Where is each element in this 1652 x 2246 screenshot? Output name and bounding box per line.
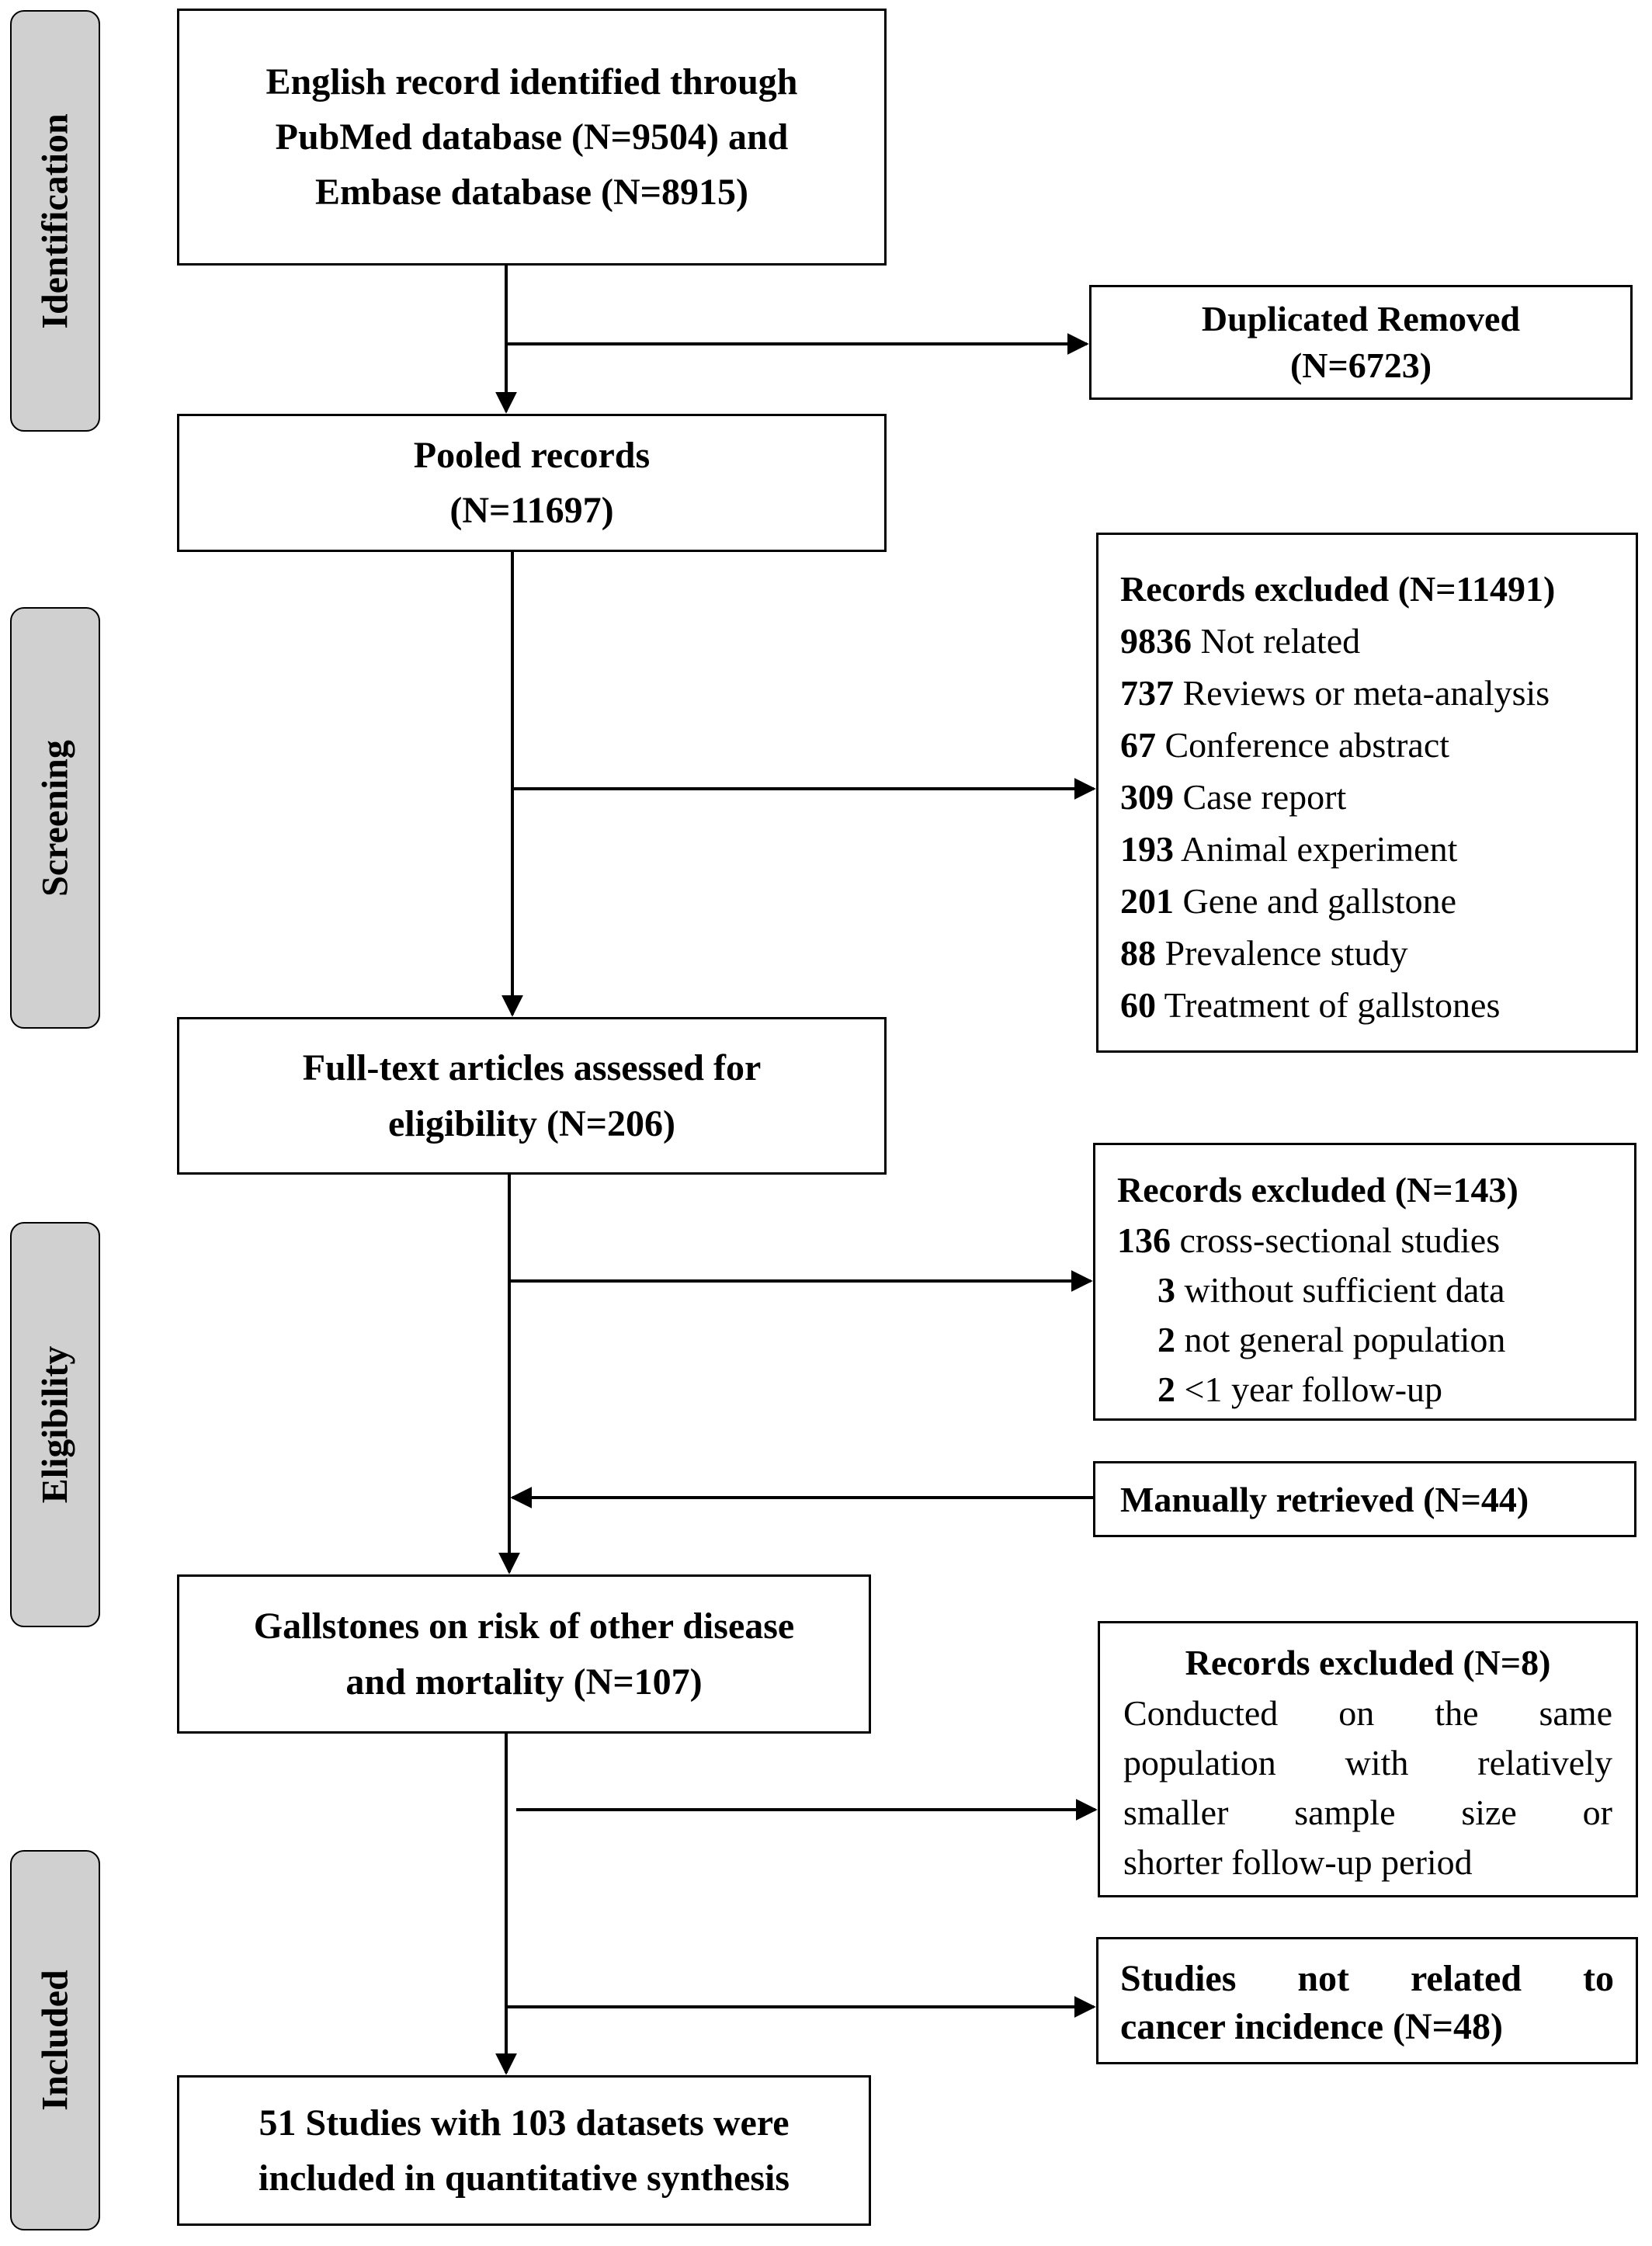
excluded-item: 2 <1 year follow-up bbox=[1157, 1369, 1443, 1409]
phase-eligibility: Eligibility bbox=[10, 1222, 100, 1627]
same-population-line: shorter follow-up period bbox=[1123, 1842, 1473, 1882]
excluded-item: 136 cross-sectional studies bbox=[1117, 1220, 1501, 1260]
fulltext-line-1: Full-text articles assessed for bbox=[302, 1047, 762, 1089]
same-population-line: Conducted on the same bbox=[1123, 1693, 1612, 1733]
identified-line-2: PubMed database (N=9504) and bbox=[275, 116, 789, 158]
duplicates-removed-box: Duplicated Removed (N=6723) bbox=[1089, 285, 1633, 400]
manually-retrieved-box: Manually retrieved (N=44) bbox=[1093, 1461, 1636, 1537]
phase-included: Included bbox=[10, 1850, 100, 2230]
excluded-item: 309 Case report bbox=[1120, 777, 1347, 817]
manually-retrieved-text: Manually retrieved (N=44) bbox=[1120, 1479, 1529, 1519]
excluded-same-population-title: Records excluded (N=8) bbox=[1185, 1643, 1551, 1682]
included-synthesis-box: 51 Studies with 103 datasets were includ… bbox=[177, 2075, 871, 2226]
fulltext-assessed-box: Full-text articles assessed for eligibil… bbox=[177, 1017, 887, 1175]
fulltext-line-2: eligibility (N=206) bbox=[388, 1102, 675, 1144]
not-cancer-related-box: Studies not related to cancer incidence … bbox=[1096, 1937, 1638, 2064]
gallstones-risk-box: Gallstones on risk of other disease and … bbox=[177, 1574, 871, 1734]
pooled-line-2: (N=11697) bbox=[449, 490, 614, 531]
excluded-item: 201 Gene and gallstone bbox=[1120, 881, 1457, 921]
duplicates-line-1: Duplicated Removed bbox=[1201, 299, 1521, 338]
included-line-2: included in quantitative synthesis bbox=[258, 2157, 790, 2199]
included-line-1: 51 Studies with 103 datasets were bbox=[259, 2102, 790, 2144]
excluded-item: 67 Conference abstract bbox=[1120, 725, 1450, 765]
not-cancer-line-2: cancer incidence (N=48) bbox=[1120, 2006, 1504, 2047]
excluded-item: 3 without sufficient data bbox=[1157, 1270, 1505, 1310]
identified-records-box: English record identified through PubMed… bbox=[177, 9, 887, 266]
identified-line-1: English record identified through bbox=[266, 61, 798, 102]
excluded-item: 9836 Not related bbox=[1120, 621, 1361, 661]
phase-identification: Identification bbox=[10, 10, 100, 432]
excluded-eligibility-title: Records excluded (N=143) bbox=[1117, 1170, 1518, 1210]
excluded-screening-title: Records excluded (N=11491) bbox=[1120, 569, 1556, 609]
excluded-item: 193 Animal experiment bbox=[1120, 829, 1458, 869]
gallstones-line-1: Gallstones on risk of other disease bbox=[253, 1606, 795, 1647]
gallstones-line-2: and mortality (N=107) bbox=[345, 1661, 703, 1703]
not-cancer-line-1: Studies not related to bbox=[1120, 1958, 1614, 1999]
identified-line-3: Embase database (N=8915) bbox=[314, 172, 749, 213]
same-population-line: population with relatively bbox=[1123, 1743, 1612, 1783]
records-excluded-same-population-box: Records excluded (N=8) Conducted on the … bbox=[1098, 1621, 1638, 1897]
excluded-item: 88 Prevalence study bbox=[1120, 933, 1408, 973]
phase-screening: Screening bbox=[10, 607, 100, 1029]
records-excluded-screening-box: Records excluded (N=11491) 9836 Not rela… bbox=[1096, 533, 1638, 1053]
duplicates-line-2: (N=6723) bbox=[1289, 345, 1432, 385]
pooled-line-1: Pooled records bbox=[413, 434, 651, 476]
excluded-item: 60 Treatment of gallstones bbox=[1120, 985, 1501, 1025]
records-excluded-eligibility-box: Records excluded (N=143) 136 cross-secti… bbox=[1093, 1143, 1636, 1421]
excluded-item: 737 Reviews or meta-analysis bbox=[1120, 673, 1550, 713]
pooled-records-box: Pooled records (N=11697) bbox=[177, 414, 887, 552]
excluded-item: 2 not general population bbox=[1157, 1320, 1506, 1359]
same-population-line: smaller sample size or bbox=[1123, 1793, 1612, 1832]
